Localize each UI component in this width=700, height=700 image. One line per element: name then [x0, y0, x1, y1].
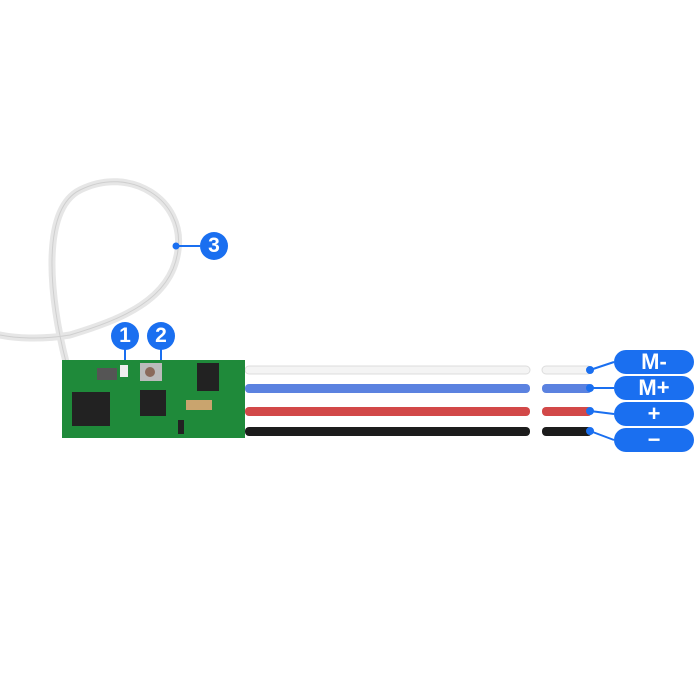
crystal-component	[97, 368, 117, 380]
led-component	[120, 365, 128, 377]
wire-black	[245, 427, 530, 436]
driver-chip	[197, 363, 219, 391]
wire-red	[245, 407, 530, 416]
wire-black-tip	[542, 427, 592, 436]
callout-2: 2	[147, 322, 175, 350]
antenna-wire-outline	[0, 181, 180, 363]
wire-white	[244, 365, 531, 375]
button-cap	[145, 367, 155, 377]
diode-component	[178, 420, 184, 434]
label-power-negative: −	[614, 428, 694, 452]
label-motor-positive: M+	[614, 376, 694, 400]
capacitor	[186, 400, 212, 410]
label-power-positive: +	[614, 402, 694, 426]
wire-blue	[245, 384, 530, 393]
wire-red-tip	[542, 407, 592, 416]
callout-1: 1	[111, 322, 139, 350]
wires	[244, 365, 593, 436]
chip-ic	[72, 392, 110, 426]
label-motor-negative: M-	[614, 350, 694, 374]
pcb-board	[62, 360, 245, 438]
callout-3: 3	[200, 232, 228, 260]
wire-blue-tip	[542, 384, 592, 393]
regulator-chip	[140, 390, 166, 416]
wire-white-tip	[541, 365, 593, 375]
